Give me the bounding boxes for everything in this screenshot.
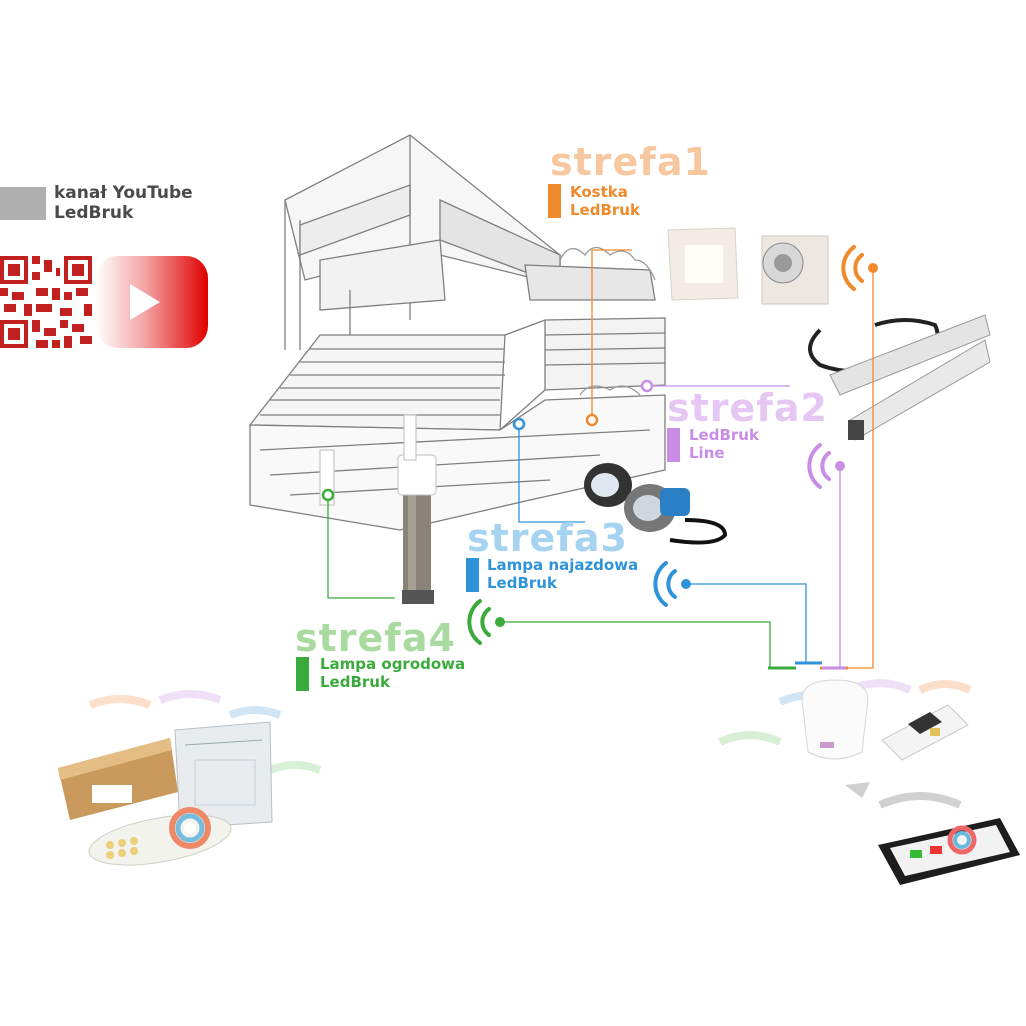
zone2-description: LedBruk Line <box>689 426 759 462</box>
zone4-description: Lampa ogrodowa LedBruk <box>320 655 465 691</box>
zone3-description: Lampa najazdowa LedBruk <box>487 556 638 592</box>
zone3-desc-line1: Lampa najazdowa <box>487 556 639 574</box>
zone2-color-bar <box>667 428 680 462</box>
zone2-desc-line2: Line <box>689 444 725 462</box>
zone1-color-bar <box>548 184 561 218</box>
youtube-label-line1: kanał YouTube <box>54 183 193 203</box>
led-line-image <box>808 314 991 441</box>
zone3-title: strefa3 <box>467 516 628 560</box>
youtube-label-line2: LedBruk <box>54 203 134 223</box>
zone4-title: strefa4 <box>295 616 456 660</box>
youtube-channel-label[interactable]: kanał YouTube LedBruk <box>54 183 193 223</box>
zone1-description: Kostka LedBruk <box>570 183 640 219</box>
house-sketch <box>248 134 666 531</box>
led-brick-image <box>667 227 829 305</box>
qr-code-icon[interactable] <box>0 256 92 348</box>
youtube-accent-bar <box>0 187 46 220</box>
wifi-signal-icon <box>467 245 878 645</box>
connector-lines <box>327 249 874 670</box>
wifi-hub-image <box>718 679 972 761</box>
phone-image <box>845 782 1020 885</box>
zone3-color-bar <box>466 558 479 592</box>
zone2-title: strefa2 <box>667 386 828 430</box>
drive-over-lamp-image <box>584 463 728 545</box>
zone2-desc-line1: LedBruk <box>689 426 759 444</box>
youtube-play-icon[interactable] <box>96 256 208 348</box>
connector-endpoints <box>321 379 654 502</box>
zone4-desc-line1: Lampa ogrodowa <box>320 655 466 673</box>
zone4-desc-line2: LedBruk <box>320 673 390 691</box>
zone3-desc-line2: LedBruk <box>487 574 557 592</box>
zone1-desc-line1: Kostka <box>570 183 628 201</box>
garden-lamp-image <box>319 414 437 604</box>
remote-kit-image <box>58 690 322 866</box>
zone4-color-bar <box>296 657 309 691</box>
zone1-title: strefa1 <box>550 140 711 184</box>
zone1-desc-line2: LedBruk <box>570 201 640 219</box>
